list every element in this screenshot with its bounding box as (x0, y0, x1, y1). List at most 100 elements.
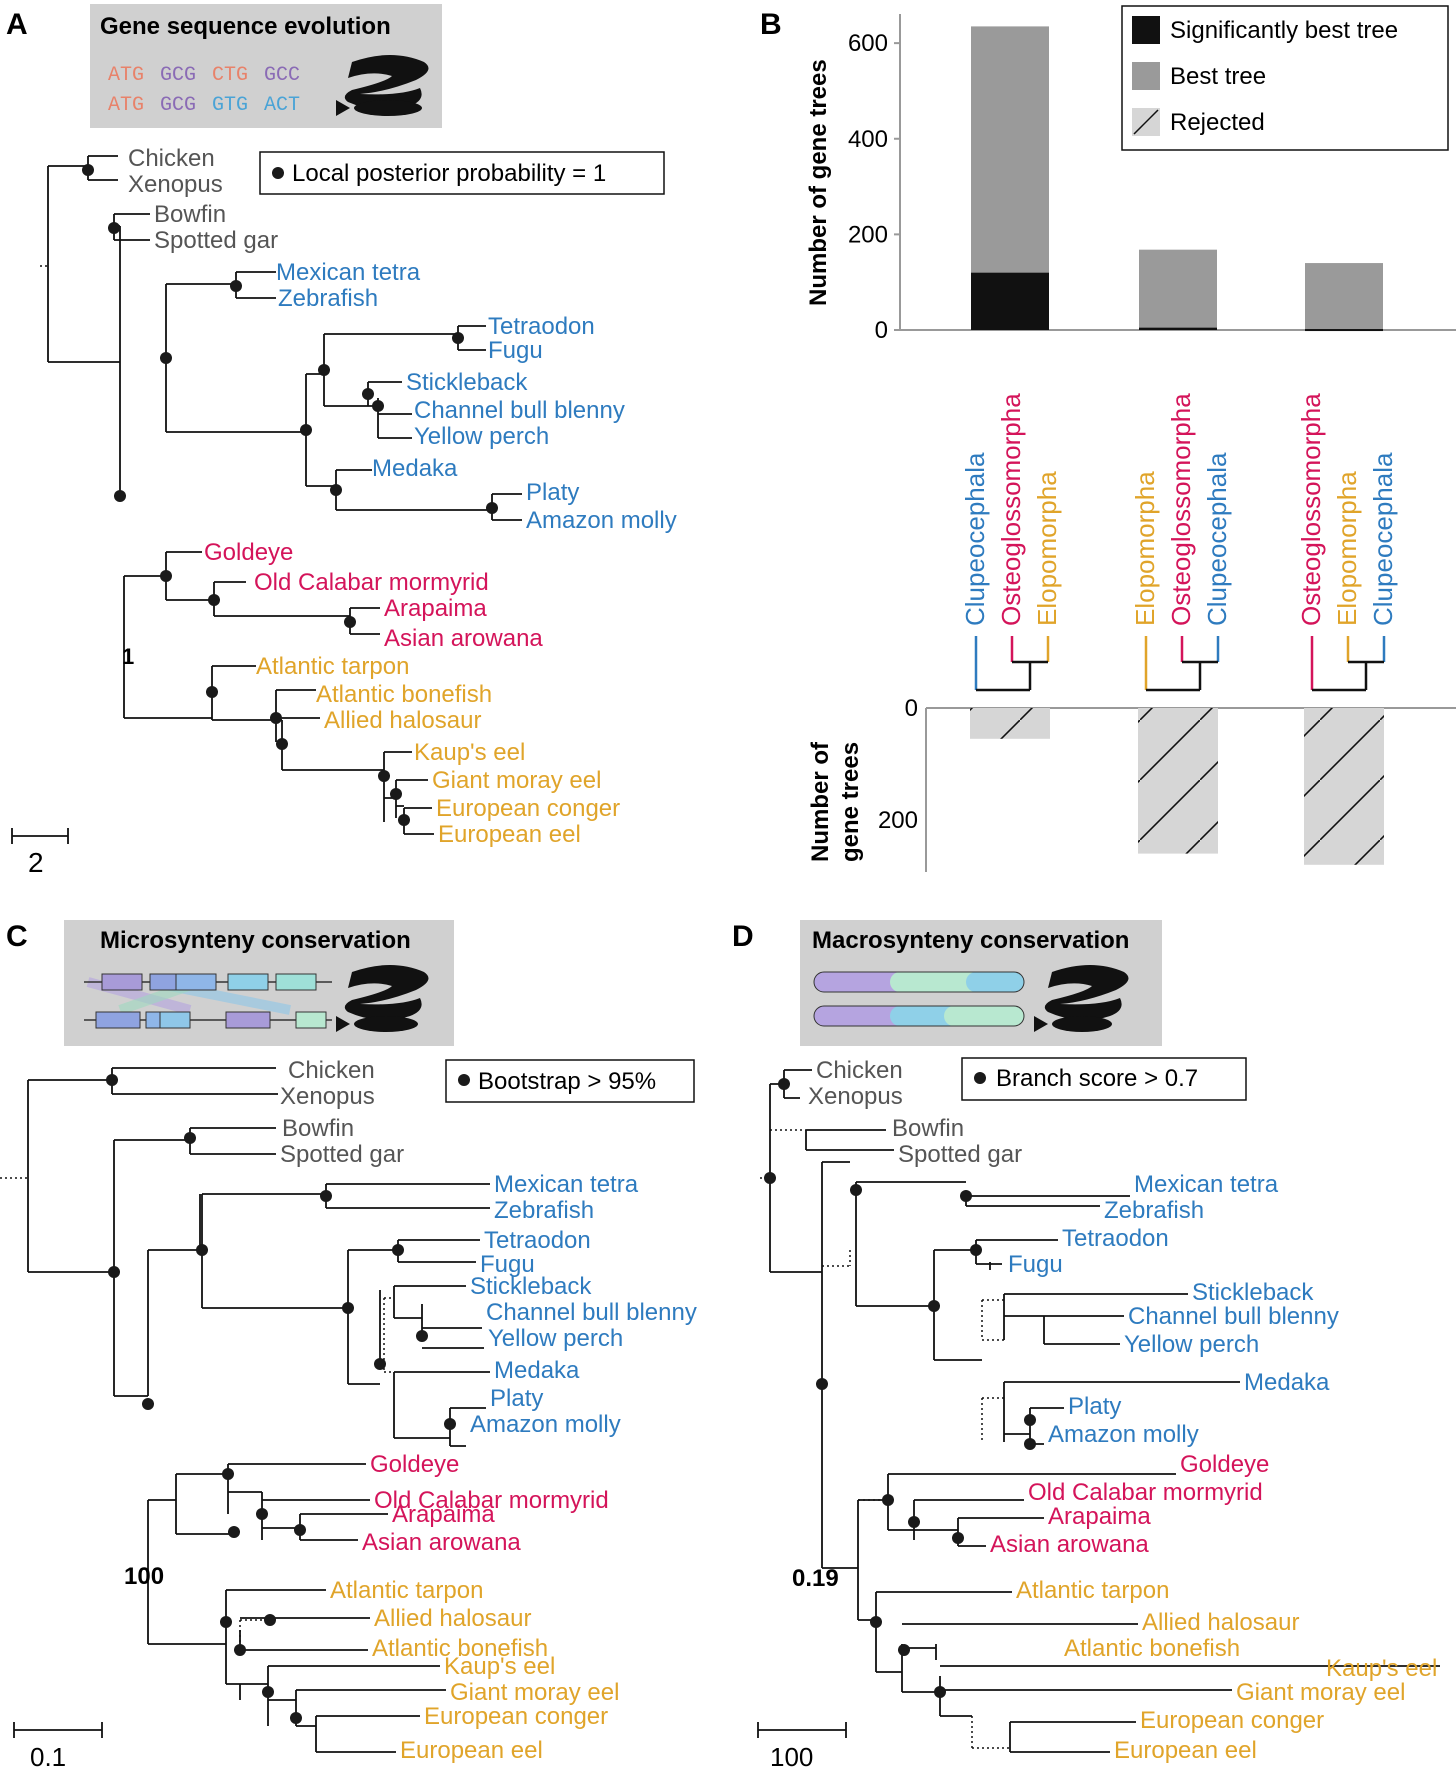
chromosome-blocks (813, 971, 1025, 1027)
taxon-label: Chicken (288, 1057, 375, 1084)
legend-d: Branch score > 0.7 (996, 1065, 1198, 1092)
title-a: Gene sequence evolution (100, 13, 391, 40)
taxon-label: Atlantic tarpon (1016, 1577, 1169, 1604)
taxon-label: Chicken (816, 1057, 903, 1084)
legend-swatch-sig (1132, 16, 1160, 44)
title-c: Microsynteny conservation (100, 927, 411, 954)
taxon-label: Mexican tetra (276, 259, 421, 286)
bar-best-tree (1305, 263, 1383, 330)
taxon-label: European conger (424, 1703, 608, 1730)
taxon-label: Tetraodon (488, 313, 595, 340)
taxon-label: Goldeye (370, 1451, 459, 1478)
taxon-label: Atlantic bonefish (372, 1635, 548, 1662)
taxon-label: Giant moray eel (450, 1679, 619, 1706)
panel-a: A Gene sequence evolution ATG GCG CTG GC… (6, 4, 677, 878)
taxon-label: Amazon molly (1048, 1421, 1199, 1448)
taxon-label: Chicken (128, 145, 215, 172)
panel-label-c: C (6, 920, 28, 953)
seq-codon: GCC (264, 64, 300, 87)
clade-label: Osteoglossomorpha (1166, 393, 1196, 626)
taxon-label: Old Calabar mormyrid (1028, 1479, 1263, 1506)
taxon-label: Medaka (372, 455, 458, 482)
taxon-label: Asian arowana (990, 1531, 1149, 1558)
taxon-label: Stickleback (1192, 1279, 1314, 1306)
taxon-label: Atlantic tarpon (256, 653, 409, 680)
taxon-label: Kaup's eel (1326, 1655, 1437, 1682)
taxon-label: Atlantic tarpon (330, 1577, 483, 1604)
bars-top (971, 26, 1383, 332)
hatch-icon (1133, 109, 1159, 135)
taxon-label: Arapaima (392, 1501, 495, 1528)
taxon-label: Yellow perch (488, 1325, 623, 1352)
sequence-rows: ATG GCG CTG GCC ATG GCG GTG ACT (108, 64, 300, 117)
taxon-label: Yellow perch (414, 423, 549, 450)
legend-rejected: Rejected (1170, 109, 1265, 136)
taxon-label: Bowfin (154, 201, 226, 228)
taxon-label: Medaka (494, 1357, 580, 1384)
taxon-label: Spotted gar (898, 1141, 1022, 1168)
title-d: Macrosynteny conservation (812, 927, 1129, 954)
taxon-label: Goldeye (1180, 1451, 1269, 1478)
panel-c: C Microsynteny conservation Boo (0, 920, 697, 1769)
taxon-label: Fugu (1008, 1251, 1063, 1278)
bar-significantly-best (1139, 327, 1217, 330)
taxon-label: Platy (1068, 1393, 1121, 1420)
taxon-label: Allied halosaur (374, 1605, 531, 1632)
taxon-label: Goldeye (204, 539, 293, 566)
taxon-label: Stickleback (470, 1273, 592, 1300)
fish-silhouette-icon (1034, 965, 1129, 1032)
taxa-c: Chicken Xenopus Bowfin Spotted gar Mexic… (280, 1057, 697, 1764)
taxon-label: Kaup's eel (444, 1653, 555, 1680)
seq-codon: ATG (108, 64, 144, 87)
seq-codon: ACT (264, 94, 300, 117)
taxon-label: Old Calabar mormyrid (254, 569, 489, 596)
legend-a: Local posterior probability = 1 (292, 160, 606, 187)
seq-codon: GCG (160, 64, 196, 87)
clade-label: Elopomorpha (1130, 471, 1160, 626)
legend-box-c (445, 1059, 695, 1103)
taxon-label: Fugu (480, 1251, 535, 1278)
legend-c: Bootstrap > 95% (478, 1068, 656, 1095)
panel-d: D Macrosynteny conservation Branch score… (732, 920, 1440, 1769)
tree-d (760, 1069, 1440, 1753)
legend-box-b (1121, 5, 1449, 151)
taxon-label: Xenopus (280, 1083, 375, 1110)
taxon-label: Amazon molly (470, 1411, 621, 1438)
scale-bar-d (757, 1722, 847, 1738)
taxon-label: Tetraodon (1062, 1225, 1169, 1252)
taxon-label: Bowfin (892, 1115, 964, 1142)
scale-bar-c (13, 1722, 103, 1738)
taxon-label: Channel bull blenny (414, 397, 625, 424)
y-tick-label-bottom: 0 (905, 695, 918, 722)
seq-codon: ATG (108, 94, 144, 117)
taxon-label: Medaka (1244, 1369, 1330, 1396)
taxon-label: Zebrafish (494, 1197, 594, 1224)
taxon-label: Asian arowana (362, 1529, 521, 1556)
fish-silhouette-icon (336, 55, 429, 116)
taxon-label: Atlantic bonefish (316, 681, 492, 708)
bar-significantly-best (1305, 329, 1383, 332)
taxon-label: Asian arowana (384, 625, 543, 652)
fish-silhouette-icon (336, 965, 429, 1032)
taxon-label: Tetraodon (484, 1227, 591, 1254)
bar-rejected (970, 708, 1050, 739)
taxon-label: European conger (1140, 1707, 1324, 1734)
taxon-label: Xenopus (808, 1083, 903, 1110)
y-tick-label-top: 400 (848, 126, 888, 153)
taxa-d: Chicken Xenopus Bowfin Spotted gar Mexic… (808, 1057, 1437, 1764)
node-dot-icon (974, 1072, 986, 1084)
taxon-label: Stickleback (406, 369, 528, 396)
gene-blocks (84, 973, 332, 1029)
taxon-label: Allied halosaur (1142, 1609, 1299, 1636)
y-axis-label-bottom-1: Number of (807, 741, 834, 862)
taxon-label: European eel (400, 1737, 543, 1764)
taxon-label: Mexican tetra (1134, 1171, 1279, 1198)
y-tick-label-bottom: 200 (878, 807, 918, 834)
node-dot-icon (272, 167, 284, 179)
taxon-label: Xenopus (128, 171, 223, 198)
clade-label: Clupeocephala (960, 452, 990, 626)
clade-label: Clupeocephala (1202, 452, 1232, 626)
y-axis-label-top: Number of gene trees (805, 59, 832, 306)
